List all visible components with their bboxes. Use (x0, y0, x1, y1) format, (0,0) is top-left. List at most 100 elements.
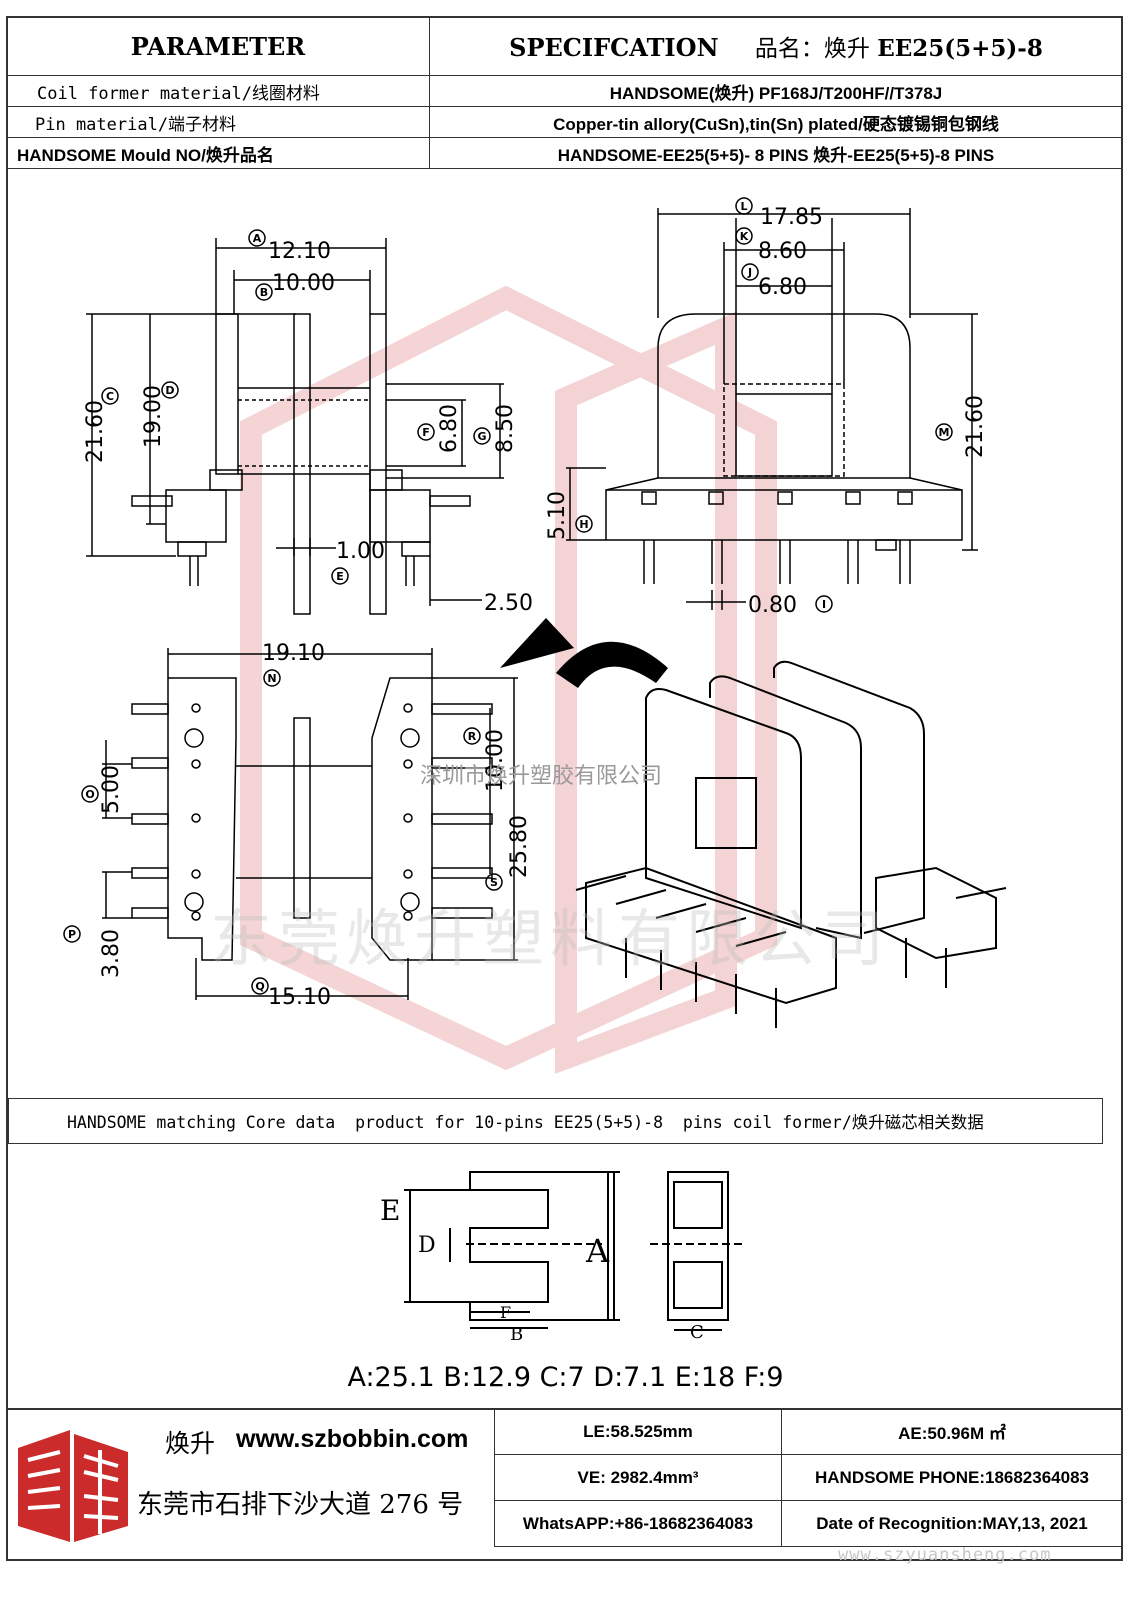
bottom-pins-left (131, 703, 169, 919)
marker-b: B (255, 283, 273, 301)
phone-value: HANDSOME PHONE:18682364083 (780, 1454, 1124, 1501)
core-values: A:25.1 B:12.9 C:7 D:7.1 E:18 F:9 (347, 1362, 784, 1393)
coil-material-label: Coil former material/线圈材料 (6, 75, 430, 107)
mould-no-value: HANDSOME-EE25(5+5)- 8 PINS 焕升-EE25(5+5)-… (429, 137, 1123, 169)
svg-text:Q: Q (255, 980, 264, 993)
marker-r: R (463, 727, 481, 745)
watermark-text: 东莞焕升塑料有限公司 (210, 902, 891, 975)
svg-text:S: S (490, 876, 498, 889)
dim-h: 5.10 (545, 491, 570, 540)
bottom-view (102, 648, 518, 1000)
front-view (86, 238, 504, 615)
dim-l: 17.85 (760, 205, 823, 230)
svg-text:N: N (267, 672, 276, 685)
bottom-pins-right (431, 703, 493, 919)
watermark-url: www.szyuansheng.com (838, 1545, 1052, 1565)
dim-n: 19.10 (262, 641, 325, 666)
marker-a: A (248, 229, 266, 247)
le-value: LE:58.525mm (494, 1408, 782, 1455)
isometric-view (575, 660, 1007, 1028)
marker-g: G (473, 427, 491, 445)
marker-e: E (331, 567, 349, 585)
marker-j: J (741, 263, 759, 281)
marker-q: Q (251, 977, 269, 995)
bottom-holes (184, 703, 420, 921)
spec-title: SPECIFCATION (509, 33, 719, 62)
dimension-labels: 12.10 10.00 21.60 19.00 1.00 6.80 8.50 2… (83, 205, 988, 1010)
dim-i: 0.80 (748, 593, 797, 618)
marker-l: L (735, 197, 753, 215)
core-label-a: A (585, 1232, 610, 1270)
brand-name: 焕升 (165, 1429, 216, 1458)
dim-b: 10.00 (272, 271, 335, 296)
product-name-value: EE25(5+5)-8 (877, 35, 1043, 62)
pin-material-label: Pin material/端子材料 (6, 106, 430, 138)
iso-pins (575, 875, 1007, 1028)
dim-f: 6.80 (437, 404, 462, 453)
svg-text:F: F (422, 426, 430, 439)
core-label-e: E (380, 1194, 400, 1227)
coil-material-value: HANDSOME(焕升) PF168J/T200HF//T378J (429, 75, 1123, 107)
rotate-arrow (500, 618, 668, 688)
svg-text:O: O (85, 788, 94, 801)
spec-header-table: PARAMETER SPECIFCATION 品名：焕升 EE25(5+5)-8… (6, 16, 1123, 169)
company-logo-icon (18, 1430, 128, 1542)
product-name-label: 品名：焕升 (754, 36, 878, 62)
svg-text:A: A (253, 232, 262, 245)
dim-j: 6.80 (758, 275, 807, 300)
svg-text:G: G (477, 430, 486, 443)
marker-d: D (161, 381, 179, 399)
marker-c: C (101, 387, 119, 405)
circled-markers: A B C D E F G H I J K L M N O P Q R S (63, 197, 953, 995)
side-pins (641, 491, 913, 584)
dim-c: 21.60 (83, 400, 108, 463)
dim-o: 5.00 (99, 765, 124, 814)
core-label-c: C (690, 1322, 704, 1340)
dim-d: 19.00 (141, 385, 166, 448)
whatsapp-value: WhatsAPP:+86-18682364083 (494, 1500, 782, 1547)
svg-text:M: M (939, 426, 950, 439)
core-label-f: F (500, 1303, 511, 1322)
company-address: 东莞市石排下沙大道 276 号 (137, 1490, 464, 1520)
ve-value: VE: 2982.4mm³ (494, 1454, 782, 1501)
core-spec-table: LE:58.525mm AE:50.96M ㎡ VE: 2982.4mm³ HA… (494, 1408, 1124, 1547)
mould-no-label: HANDSOME Mould NO/焕升品名 (6, 137, 430, 169)
bobbin-drawing: 12.10 10.00 21.60 19.00 1.00 6.80 8.50 2… (63, 197, 1007, 1074)
recognition-date: Date of Recognition:MAY,13, 2021 (780, 1500, 1124, 1547)
marker-o: O (81, 785, 99, 803)
dim-k: 8.60 (758, 239, 807, 264)
marker-k: K (735, 227, 753, 245)
company-label: 深圳市焕升塑胶有限公司 (420, 764, 663, 789)
svg-text:E: E (336, 570, 344, 583)
dim-r: 10.00 (483, 729, 508, 792)
website-link[interactable]: www.szbobbin.com (236, 1425, 469, 1453)
core-drawing: E D A F B C (380, 1171, 742, 1340)
svg-text:H: H (579, 518, 588, 531)
marker-f: F (417, 423, 435, 441)
pin-material-value: Copper-tin allory(CuSn),tin(Sn) plated/硬… (429, 106, 1123, 138)
svg-text:P: P (68, 928, 76, 941)
svg-text:I: I (822, 598, 826, 611)
marker-m: M (935, 423, 953, 441)
parameter-title: PARAMETER (6, 16, 430, 76)
dim-g: 8.50 (493, 404, 518, 453)
svg-text:L: L (740, 200, 747, 213)
dim-e: 1.00 (336, 539, 385, 564)
spec-title-cell: SPECIFCATION 品名：焕升 EE25(5+5)-8 (429, 16, 1123, 76)
svg-text:R: R (468, 730, 477, 743)
dim-a: 12.10 (268, 239, 331, 264)
core-label-d: D (418, 1233, 436, 1258)
marker-p: P (63, 925, 81, 943)
svg-text:D: D (165, 384, 174, 397)
core-caption: HANDSOME matching Core data product for … (8, 1098, 1103, 1144)
dim-s: 25.80 (507, 815, 532, 878)
dim-q: 15.10 (268, 985, 331, 1010)
marker-n: N (263, 669, 281, 687)
marker-h: H (575, 515, 593, 533)
side-view (566, 208, 978, 610)
dim-pitch: 2.50 (484, 591, 533, 616)
marker-s: S (485, 873, 503, 891)
dim-m: 21.60 (963, 395, 988, 458)
core-label-b: B (510, 1324, 523, 1340)
svg-text:K: K (740, 230, 749, 243)
